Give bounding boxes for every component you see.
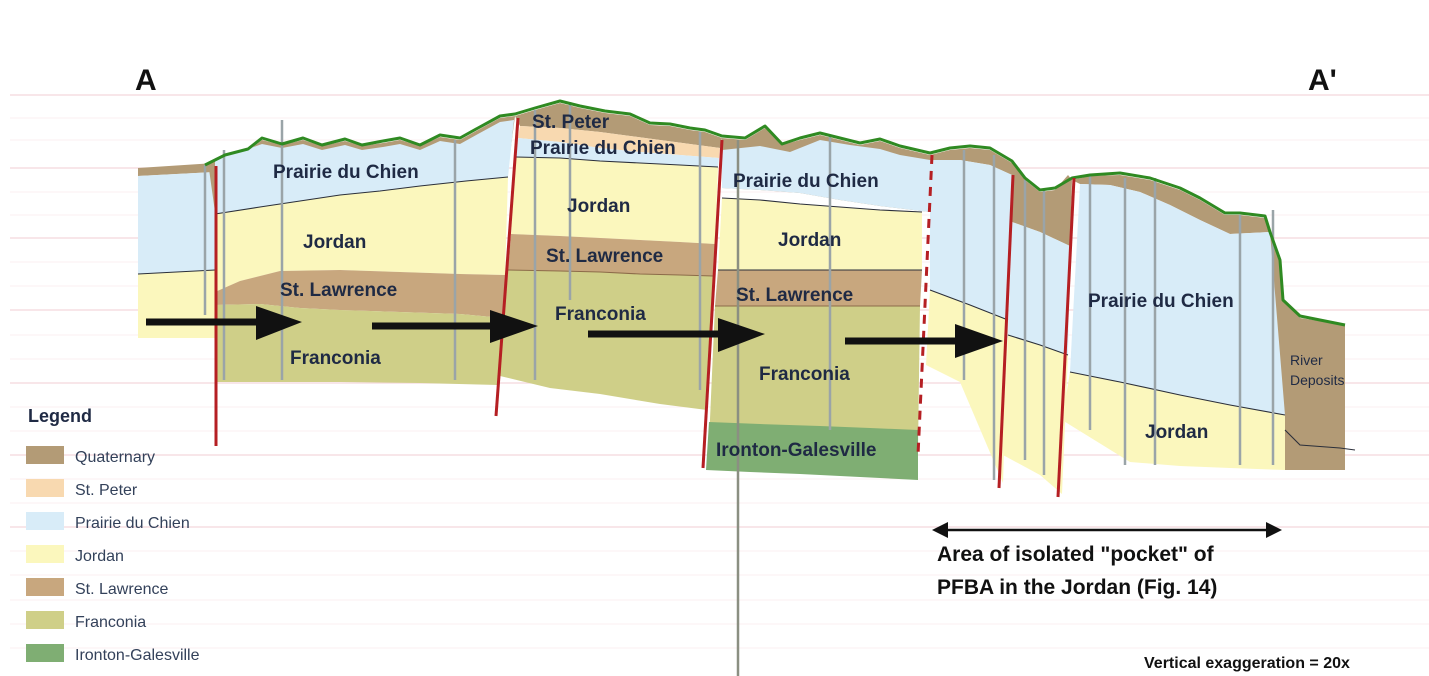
label-ironton-galesville: Ironton-Galesville xyxy=(716,440,876,461)
label-jordan-2: Jordan xyxy=(567,196,630,217)
legend-swatch xyxy=(26,611,64,629)
legend-swatch xyxy=(26,479,64,497)
block4-st-lawrence xyxy=(715,270,922,306)
label-franconia-1: Franconia xyxy=(290,348,381,369)
flow-arrow-3 xyxy=(588,318,765,352)
block3-jordan xyxy=(511,157,718,244)
legend-label: St. Peter xyxy=(75,482,138,499)
legend-label: St. Lawrence xyxy=(75,581,168,598)
legend-label: Jordan xyxy=(75,548,124,565)
label-jordan-4: Jordan xyxy=(1145,422,1208,443)
block4-ironton-galesville xyxy=(706,422,918,480)
block2-st-lawrence xyxy=(215,270,505,318)
block6-jordan xyxy=(1003,335,1068,494)
block7-quaternary xyxy=(1072,175,1270,234)
fault-6 xyxy=(1056,177,1076,498)
label-prairie-du-chien-1: Prairie du Chien xyxy=(273,162,419,183)
legend-label: Prairie du Chien xyxy=(75,515,190,532)
legend-label: Ironton-Galesville xyxy=(75,647,200,664)
section-start-label: A xyxy=(135,64,157,97)
pocket-annotation: Area of isolated "pocket" of PFBA in the… xyxy=(932,522,1282,599)
ground-surface xyxy=(204,99,1346,327)
block3-quaternary xyxy=(515,103,722,148)
pocket-arrow-left xyxy=(932,522,948,538)
legend-label: Franconia xyxy=(75,614,146,631)
label-st-lawrence-3: St. Lawrence xyxy=(736,285,853,306)
block-1 xyxy=(138,163,215,338)
fault-2 xyxy=(494,117,520,417)
legend-swatch xyxy=(26,446,64,464)
block3-franconia xyxy=(500,270,713,410)
river-deposits xyxy=(1270,232,1345,470)
flow-arrow-4 xyxy=(845,324,1003,358)
block1-quaternary xyxy=(138,163,215,176)
label-prairie-du-chien-4: Prairie du Chien xyxy=(1088,291,1234,312)
unit-labels: Prairie du Chien Jordan St. Lawrence Fra… xyxy=(273,112,1344,461)
block3-st-lawrence xyxy=(508,234,715,276)
block5-quaternary xyxy=(930,148,1012,175)
block1-prairie-du-chien xyxy=(138,172,215,274)
label-franconia-3: Franconia xyxy=(759,364,850,385)
label-st-peter: St. Peter xyxy=(532,112,610,133)
block5-jordan xyxy=(926,290,1008,483)
block5-prairie-du-chien xyxy=(930,160,1012,338)
pocket-note-line1: Area of isolated "pocket" of xyxy=(937,543,1215,566)
block6-prairie-du-chien xyxy=(1008,222,1070,355)
block-2 xyxy=(208,116,515,385)
block-6 xyxy=(1003,163,1072,494)
label-river-deposits: River Deposits xyxy=(1290,352,1344,388)
block3-st-peter xyxy=(518,126,720,158)
legend-label: Quaternary xyxy=(75,449,155,466)
block-3 xyxy=(500,103,722,410)
faults xyxy=(214,117,1076,498)
pocket-arrow-right xyxy=(1266,522,1282,538)
block4-jordan xyxy=(718,198,922,270)
label-prairie-du-chien-3: Prairie du Chien xyxy=(733,171,879,192)
label-st-lawrence-1: St. Lawrence xyxy=(280,280,397,301)
label-prairie-du-chien-2: Prairie du Chien xyxy=(530,138,676,159)
legend-swatch xyxy=(26,545,64,563)
block-5 xyxy=(926,148,1012,483)
legend-title: Legend xyxy=(28,406,92,426)
legend-swatch xyxy=(26,512,64,530)
block4-prairie-du-chien xyxy=(722,140,930,212)
block3-prairie-du-chien xyxy=(516,138,719,167)
block2-prairie-du-chien xyxy=(215,120,514,214)
block6-quaternary xyxy=(1012,163,1072,246)
label-franconia-2: Franconia xyxy=(555,304,646,325)
contact-lines xyxy=(137,156,1356,451)
fault-4-inferred xyxy=(916,154,934,456)
legend-swatch xyxy=(26,578,64,596)
label-jordan-1: Jordan xyxy=(303,232,366,253)
flow-arrow-2 xyxy=(372,310,538,343)
label-jordan-3: Jordan xyxy=(778,230,841,251)
block2-jordan xyxy=(215,177,508,292)
block7-jordan xyxy=(1062,372,1285,470)
flow-arrows xyxy=(146,306,1003,358)
legend-swatch xyxy=(26,644,64,662)
label-st-lawrence-2: St. Lawrence xyxy=(546,246,663,267)
pocket-note-line2: PFBA in the Jordan (Fig. 14) xyxy=(937,576,1217,599)
fault-3 xyxy=(701,139,724,469)
section-end-label: A' xyxy=(1308,64,1337,97)
fault-5 xyxy=(997,174,1015,489)
vertical-exaggeration-note: Vertical exaggeration = 20x xyxy=(1144,655,1350,672)
block1-jordan xyxy=(138,270,215,338)
flow-arrow-1 xyxy=(146,306,302,340)
boreholes xyxy=(203,102,1275,480)
